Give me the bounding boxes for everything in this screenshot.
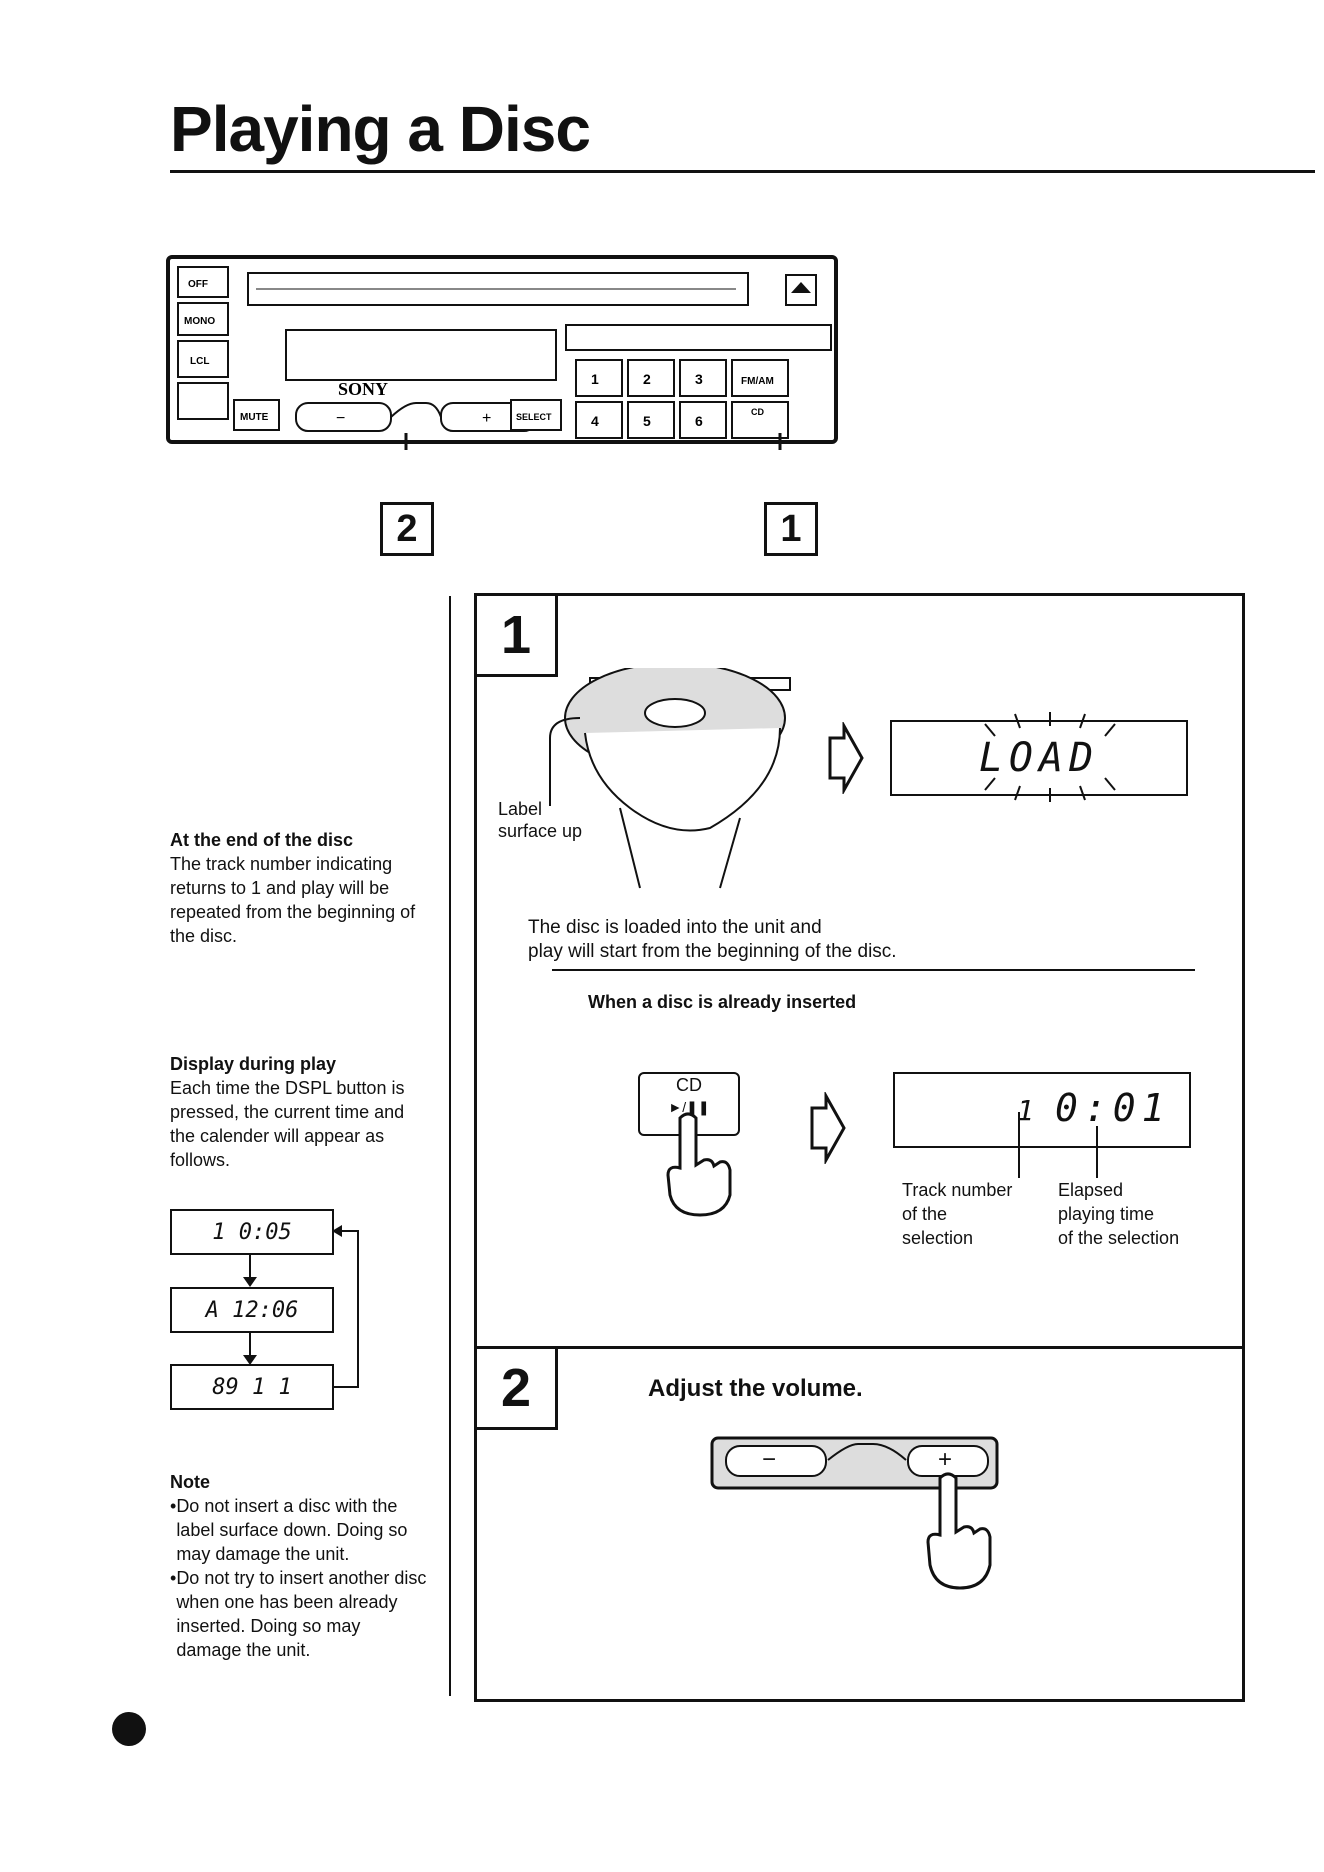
play-pause-icon: ►/❚❚ bbox=[668, 1099, 710, 1115]
elapsed-time-caption: Elapsed playing time of the selection bbox=[1058, 1178, 1179, 1250]
svg-text:MUTE: MUTE bbox=[240, 412, 269, 423]
svg-text:5: 5 bbox=[643, 413, 651, 429]
step-2-number: 2 bbox=[477, 1349, 558, 1430]
display-text: Each time the DSPL button is pressed, th… bbox=[170, 1078, 405, 1170]
volume-buttons-illustration bbox=[710, 1436, 999, 1490]
minus-symbol: − bbox=[762, 1446, 777, 1473]
svg-text:SELECT: SELECT bbox=[516, 412, 552, 422]
track-pointer-line bbox=[1018, 1112, 1020, 1178]
ams-button bbox=[177, 382, 229, 420]
step-2-panel: 2 bbox=[474, 1346, 1245, 1702]
mono-button bbox=[177, 302, 229, 336]
arrow-icon bbox=[810, 1092, 846, 1164]
svg-text:MONO: MONO bbox=[184, 316, 215, 327]
note-text: Do not insert a disc with the label surf… bbox=[176, 1496, 408, 1564]
step-1-line: The disc is loaded into the unit and bbox=[528, 917, 822, 938]
mute-button bbox=[233, 399, 280, 431]
svg-text:3: 3 bbox=[695, 371, 703, 387]
load-display: LOAD bbox=[890, 720, 1188, 796]
label-line: Label bbox=[498, 799, 543, 819]
display-time: 1 0:05 bbox=[170, 1209, 334, 1255]
callout-1: 1 bbox=[764, 502, 818, 556]
svg-text:LCL: LCL bbox=[190, 356, 209, 367]
display-window bbox=[285, 329, 557, 381]
brand-logo: SONY bbox=[338, 379, 388, 399]
blink-rays bbox=[984, 712, 1116, 802]
select-button bbox=[510, 399, 562, 431]
svg-text:+: + bbox=[482, 410, 491, 427]
plus-symbol: + bbox=[938, 1446, 953, 1473]
car-stereo-illustration: SONY OFF MONO LCL MUTE SELECT − + 1 2 3 … bbox=[166, 255, 838, 450]
page-title: Playing a Disc bbox=[170, 93, 591, 165]
display-heading: Display during play bbox=[170, 1054, 337, 1074]
note-heading: Note bbox=[170, 1472, 210, 1492]
step-1-description: The disc is loaded into the unit and pla… bbox=[528, 916, 897, 964]
column-divider bbox=[449, 596, 451, 1696]
note-section: Note •Do not insert a disc with the labe… bbox=[170, 1470, 430, 1662]
end-of-disc-heading: At the end of the disc bbox=[170, 830, 354, 850]
caption-line: of the bbox=[902, 1204, 948, 1224]
caption-line: selection bbox=[902, 1228, 974, 1248]
caption-line: Elapsed bbox=[1058, 1180, 1124, 1200]
title-rule bbox=[170, 170, 1315, 173]
cd-button-label: CD bbox=[676, 1075, 702, 1095]
lcl-button bbox=[177, 340, 229, 378]
step-2-heading: Adjust the volume. bbox=[648, 1375, 863, 1402]
svg-text:FM/AM: FM/AM bbox=[741, 376, 774, 387]
note-item: •Do not insert a disc with the label sur… bbox=[170, 1494, 430, 1566]
page-marker bbox=[112, 1712, 146, 1746]
already-inserted-heading: When a disc is already inserted bbox=[588, 992, 857, 1012]
display-during-play-section: Display during play Each time the DSPL b… bbox=[170, 1052, 430, 1172]
display-clock: A 12:06 bbox=[170, 1287, 334, 1333]
svg-text:4: 4 bbox=[591, 413, 599, 429]
elapsed-pointer-line bbox=[1096, 1126, 1098, 1178]
svg-text:6: 6 bbox=[695, 413, 703, 429]
arrow-icon bbox=[828, 722, 864, 794]
off-button bbox=[177, 266, 229, 298]
svg-text:OFF: OFF bbox=[188, 279, 208, 290]
caption-line: of the selection bbox=[1058, 1228, 1180, 1248]
elapsed-time-readout: 0:01 bbox=[1055, 1086, 1171, 1130]
disc-insertion-illustration bbox=[549, 668, 791, 889]
cd-play-button bbox=[731, 401, 789, 439]
step-1-line: play will start from the beginning of th… bbox=[528, 941, 897, 962]
caption-line: Track number bbox=[902, 1180, 1013, 1200]
pressing-hand-icon bbox=[926, 1472, 992, 1590]
end-of-disc-section: At the end of the disc The track number … bbox=[170, 828, 430, 948]
step-1-rule bbox=[552, 969, 1195, 971]
label-caption: Label surface up bbox=[498, 798, 582, 842]
label-line: surface up bbox=[498, 821, 583, 841]
callout-2: 2 bbox=[380, 502, 434, 556]
volume-minus-button bbox=[725, 1445, 827, 1477]
display-cycle-arrows bbox=[243, 1225, 359, 1388]
note-item: •Do not try to insert another disc when … bbox=[170, 1566, 430, 1662]
end-of-disc-text: The track number indicating returns to 1… bbox=[170, 854, 416, 946]
svg-text:2: 2 bbox=[643, 371, 651, 387]
track-number-caption: Track number of the selection bbox=[902, 1178, 1012, 1250]
pressing-hand-icon bbox=[666, 1112, 732, 1217]
svg-text:CD: CD bbox=[751, 407, 764, 417]
caption-line: playing time bbox=[1058, 1204, 1155, 1224]
note-text: Do not try to insert another disc when o… bbox=[176, 1568, 427, 1660]
play-display: 1 0:01 bbox=[893, 1072, 1191, 1148]
step-1-number: 1 bbox=[477, 596, 558, 677]
svg-text:1: 1 bbox=[591, 371, 599, 387]
track-number-readout: 1 bbox=[1017, 1094, 1034, 1127]
svg-text:−: − bbox=[336, 410, 345, 427]
